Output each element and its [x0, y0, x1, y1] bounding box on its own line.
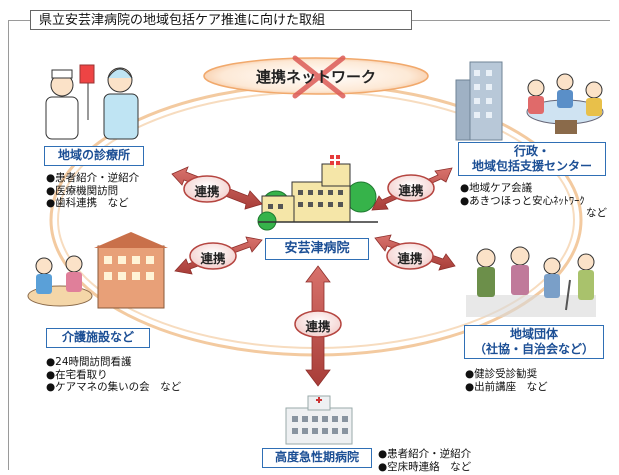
link-pill-care [189, 242, 237, 270]
community-label-line-2: （社協・自治会など） [473, 342, 594, 356]
clinic-note-1: ●患者紹介・逆紹介 [46, 172, 140, 184]
community-notes: ●健診受診勧奨 ●出前講座 など [465, 368, 548, 393]
link-label-acute: 連携 [305, 319, 331, 334]
clinic-label: 地域の診療所 [44, 146, 144, 166]
link-label-community: 連携 [397, 251, 423, 266]
gov-note-3: など [586, 207, 607, 219]
gov-label-line-1: 行政・ [513, 144, 550, 158]
care-notes: ●24時間訪問看護 ●在宅看取り ●ケアマネの集いの会 など [46, 356, 181, 394]
community-label: 地域団体 （社協・自治会など） [464, 325, 604, 359]
hospital-building-icon [257, 152, 378, 231]
care-label: 介護施設など [46, 328, 150, 348]
acute-note-1: ●患者紹介・逆紹介 [378, 448, 472, 460]
meeting-icon [526, 73, 604, 134]
community-group-icon [466, 246, 596, 317]
frame-top-left-line [8, 20, 30, 21]
acute-note-2: ●空床時連絡 など [378, 460, 472, 473]
community-label-line-1: 地域団体 [509, 327, 558, 341]
acute-hospital-icon [285, 395, 353, 445]
gov-label-line-2: 地域包括支援センター [471, 159, 592, 173]
care-note-1: ●24時間訪問看護 [46, 356, 132, 368]
gov-notes: ●地域ケア会議 ●あきつほっと安心ﾈｯﾄﾜｰｸ など [460, 182, 607, 220]
gov-note-2: ●あきつほっと安心ﾈｯﾄﾜｰｸ [460, 194, 585, 207]
link-pill-clinic [183, 175, 231, 203]
link-label-gov: 連携 [398, 183, 424, 198]
frame-left-line [8, 20, 9, 470]
community-note-1: ●健診受診勧奨 [465, 368, 538, 380]
clinic-note-2: ●医療機関訪問 [46, 184, 119, 197]
frame-top-right-line [412, 20, 610, 21]
acute-notes: ●患者紹介・逆紹介 ●空床時連絡 など [378, 448, 471, 473]
link-pill-community [386, 242, 434, 270]
acute-label: 高度急性期病院 [262, 448, 372, 468]
community-note-2: ●出前講座 など [465, 380, 548, 393]
clinic-notes: ●患者紹介・逆紹介 ●医療機関訪問 ●歯科連携 など [46, 172, 139, 210]
hospital-label: 安芸津病院 [265, 238, 369, 260]
link-label-care: 連携 [200, 251, 226, 266]
clinic-note-3: ●歯科連携 など [46, 197, 129, 209]
link-label-clinic: 連携 [194, 184, 220, 199]
cross-icon [292, 55, 346, 99]
network-label: 連携ネットワーク [255, 68, 376, 86]
government-building-icon [455, 61, 503, 141]
care-note-2: ●在宅看取り [46, 368, 108, 381]
gov-label: 行政・ 地域包括支援センター [458, 142, 606, 176]
doctor-nurse-icon [45, 64, 139, 140]
link-pill-gov [387, 174, 435, 202]
link-pill-acute [294, 310, 342, 338]
page-title: 県立安芸津病院の地域包括ケア推進に向けた取組 [30, 10, 412, 30]
care-facility-icon [27, 232, 168, 309]
gov-note-1: ●地域ケア会議 [460, 182, 533, 194]
care-note-3: ●ケアマネの集いの会 など [46, 381, 182, 393]
